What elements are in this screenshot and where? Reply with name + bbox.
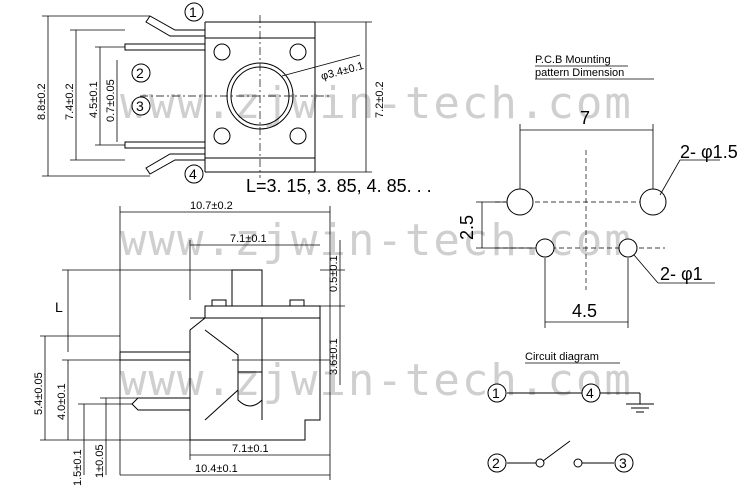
pcb-dim-7: 7 bbox=[580, 108, 590, 128]
housing-body bbox=[189, 317, 321, 441]
circuit-pin-1-label: 1 bbox=[492, 385, 500, 401]
dim-7-2: 7.2±0.2 bbox=[374, 81, 386, 118]
side-view: 10.7±0.2 7.1±0.1 0.5±0.1 3.6±0.1 L bbox=[33, 200, 345, 486]
plunger bbox=[231, 269, 263, 307]
circuit-pin-2-marker bbox=[487, 453, 507, 473]
pcb-hole-big-note: 2- φ1.5 bbox=[680, 142, 738, 162]
dim-10-4: 10.4±0.1 bbox=[195, 463, 238, 475]
dim-7-1-top: 7.1±0.1 bbox=[230, 233, 267, 245]
corner-post-bl bbox=[213, 127, 231, 145]
length-note: L=3. 15, 3. 85, 4. 85. . . bbox=[246, 176, 432, 196]
pcb-title-2: pattern Dimension bbox=[535, 67, 624, 79]
circuit-diagram: Circuit diagram 1 4 2 3 bbox=[487, 351, 654, 473]
pin-2-label: 2 bbox=[136, 65, 144, 81]
switch-blade bbox=[542, 440, 571, 462]
corner-post-br bbox=[289, 127, 307, 145]
pin-1-marker bbox=[184, 2, 204, 22]
circuit-pin-2-label: 2 bbox=[492, 455, 500, 471]
actuator-cone bbox=[237, 371, 263, 407]
circuit-pin-4-label: 4 bbox=[586, 385, 594, 401]
dim-4-5: 4.5±0.1 bbox=[88, 81, 100, 118]
pin-2-marker bbox=[131, 63, 151, 83]
lead-pin-1 bbox=[145, 15, 205, 37]
pcb-hole-small-left bbox=[535, 238, 555, 258]
pin-4-label: 4 bbox=[189, 166, 197, 182]
dim-5-4: 5.4±0.05 bbox=[33, 372, 45, 415]
lead-pin-3 bbox=[124, 141, 205, 149]
pcb-dim-4-5: 4.5 bbox=[572, 301, 597, 321]
dim-7-1-bottom: 7.1±0.1 bbox=[232, 443, 269, 455]
switch-contact-left bbox=[535, 458, 545, 468]
pcb-hole-big-right bbox=[639, 188, 667, 216]
housing-top bbox=[204, 305, 321, 319]
dim-3-6: 3.6±0.1 bbox=[328, 338, 340, 375]
lead-pin-4 bbox=[145, 153, 205, 175]
pin-3-marker bbox=[131, 96, 151, 116]
dim-0-7: 0.7±0.05 bbox=[105, 79, 117, 122]
pcb-hole-big-left bbox=[506, 188, 534, 216]
dim-0-5: 0.5±0.1 bbox=[328, 255, 340, 292]
dim-4-0: 4.0±0.1 bbox=[56, 383, 68, 420]
top-view: 8.8±0.2 7.4±0.2 4.5±0.1 0.7±0.05 7.2±0.2… bbox=[36, 2, 386, 184]
dim-7-4: 7.4±0.2 bbox=[64, 83, 76, 120]
circuit-pin-3-marker bbox=[614, 453, 634, 473]
pcb-pattern: P.C.B Mounting pattern Dimension 7 2.5 4… bbox=[457, 54, 738, 328]
circuit-title: Circuit diagram bbox=[525, 351, 599, 363]
dim-8-8: 8.8±0.2 bbox=[36, 83, 48, 120]
circuit-pin-3-label: 3 bbox=[619, 455, 627, 471]
pcb-hole-small-right bbox=[618, 238, 638, 258]
dim-1-5: 1.5±0.1 bbox=[72, 449, 84, 486]
pin-1-label: 1 bbox=[189, 4, 197, 20]
corner-post-tr bbox=[289, 43, 307, 61]
dim-1-0: 1±0.05 bbox=[94, 444, 106, 478]
circuit-pin-4-marker bbox=[581, 383, 601, 403]
dim-L: L bbox=[55, 299, 63, 315]
watermark-3: www.zjwin-tech.com bbox=[120, 355, 633, 406]
pin-3-label: 3 bbox=[136, 98, 144, 114]
pcb-dim-2-5: 2.5 bbox=[457, 215, 477, 240]
corner-post-tl bbox=[213, 43, 231, 61]
pcb-title-1: P.C.B Mounting bbox=[535, 54, 611, 66]
pcb-hole-small-note: 2- φ1 bbox=[660, 264, 703, 284]
circuit-pin-1-marker bbox=[487, 383, 507, 403]
dim-10-7: 10.7±0.2 bbox=[190, 200, 233, 212]
side-lead-top bbox=[119, 351, 190, 361]
watermark-2: www.zjwin-tech.com bbox=[120, 215, 633, 266]
switch-contact-right bbox=[573, 458, 583, 468]
lead-pin-2 bbox=[124, 43, 205, 51]
pin-4-marker bbox=[184, 164, 204, 184]
